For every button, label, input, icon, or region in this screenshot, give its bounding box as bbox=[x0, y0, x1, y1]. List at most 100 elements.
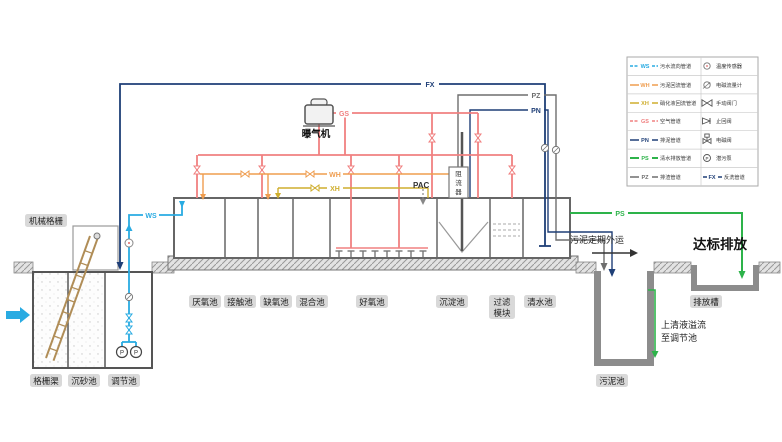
manual-valve-icon bbox=[240, 170, 250, 178]
temperature-sensor-icon bbox=[124, 238, 134, 248]
standard-discharge-label: 达标排放 bbox=[693, 236, 747, 252]
screen-motor-icon bbox=[93, 232, 101, 240]
manual-valve-icon bbox=[347, 165, 355, 175]
svg-text:沉淀池: 沉淀池 bbox=[439, 297, 465, 307]
pipe-code-labels: FX GS WH XH PZ PN PS WS PAC bbox=[143, 79, 628, 220]
sludge-removal-arrow bbox=[592, 249, 638, 257]
pn-label: PN bbox=[531, 108, 541, 115]
manual-valve-icon bbox=[305, 170, 315, 178]
pn-pipe bbox=[469, 109, 616, 277]
legend-row: XH 硝化液回流管道 手动阀门 bbox=[630, 98, 737, 108]
svg-text:模块: 模块 bbox=[493, 308, 511, 318]
supernatant-label-line2: 至调节池 bbox=[661, 332, 697, 343]
tank-label-filter-module: 过滤 模块 bbox=[489, 295, 515, 319]
influent-arrow bbox=[6, 307, 30, 323]
xh-pipe bbox=[275, 187, 429, 199]
tank-label-grit: 沉砂池 bbox=[68, 374, 100, 387]
svg-text:清水排放管道: 清水排放管道 bbox=[660, 154, 691, 162]
baffle-box: 阻 流 器 bbox=[448, 166, 469, 199]
svg-text:格栅渠: 格栅渠 bbox=[33, 376, 59, 386]
pump-letter: P bbox=[120, 351, 124, 357]
manual-valve-icon bbox=[428, 133, 436, 143]
pac-dosing bbox=[420, 189, 426, 205]
svg-text:好氧池: 好氧池 bbox=[359, 297, 385, 307]
tank-label-anaerobic: 厌氧池 bbox=[189, 295, 221, 308]
svg-text:XH: XH bbox=[641, 101, 649, 107]
tank-label-sedimentation: 沉淀池 bbox=[436, 295, 468, 308]
mechanical-screen bbox=[45, 225, 119, 362]
svg-text:调节池: 调节池 bbox=[111, 376, 137, 386]
svg-text:排泥管道: 排泥管道 bbox=[660, 136, 681, 144]
svg-text:污水流向管道: 污水流向管道 bbox=[660, 62, 691, 70]
svg-text:WS: WS bbox=[641, 64, 650, 70]
svg-text:FX: FX bbox=[708, 175, 715, 181]
manual-valve-icon bbox=[508, 165, 516, 175]
pz-label: PZ bbox=[532, 93, 542, 100]
flowmeter-icon bbox=[702, 81, 711, 89]
manual-valve-icon bbox=[395, 165, 403, 175]
gs-label: GS bbox=[339, 111, 349, 118]
legend-row: GS 空气管道 止回阀 bbox=[630, 117, 732, 125]
discharge-trough bbox=[691, 265, 759, 291]
svg-text:PZ: PZ bbox=[641, 175, 649, 181]
grit-tank bbox=[69, 273, 104, 367]
svg-text:PS: PS bbox=[641, 156, 649, 162]
ws-label: WS bbox=[145, 213, 157, 220]
svg-text:反洗管道: 反洗管道 bbox=[724, 173, 745, 181]
svg-text:污泥回流管道: 污泥回流管道 bbox=[660, 81, 691, 89]
aerator-label: 曝气机 bbox=[302, 128, 331, 140]
legend-row: PS 清水排放管道 P 潜污泵 bbox=[630, 154, 732, 162]
manual-valve-icon bbox=[193, 165, 201, 175]
sludge-tank bbox=[594, 271, 654, 366]
sludge-removal-label: 污泥定期外运 bbox=[570, 234, 624, 245]
pz-pipe bbox=[457, 94, 608, 271]
svg-text:WH: WH bbox=[640, 83, 649, 89]
screen-channel-tank bbox=[34, 273, 67, 367]
svg-text:清水池: 清水池 bbox=[527, 297, 553, 307]
solenoid-valve-icon bbox=[702, 133, 712, 145]
main-basin bbox=[173, 132, 571, 259]
legend-row: WH 污泥回流管道 电磁流量计 bbox=[630, 81, 742, 89]
tank-label-sludge: 污泥池 bbox=[596, 374, 628, 387]
manual-valve-icon bbox=[701, 98, 713, 108]
check-valve-icon bbox=[702, 117, 712, 125]
gs-pipe bbox=[196, 112, 513, 248]
ground-hatching bbox=[13, 255, 781, 274]
svg-text:PN: PN bbox=[641, 138, 649, 144]
thermometer-icon bbox=[703, 62, 711, 70]
svg-text:空气管道: 空气管道 bbox=[660, 117, 681, 125]
manual-valve-icon bbox=[258, 165, 266, 175]
aerator-icon bbox=[303, 98, 335, 127]
svg-text:P: P bbox=[705, 156, 708, 161]
pump-letter: P bbox=[134, 351, 138, 357]
sedimentation-hopper bbox=[438, 221, 489, 253]
svg-text:排放槽: 排放槽 bbox=[693, 297, 719, 307]
svg-text:厌氧池: 厌氧池 bbox=[192, 297, 218, 307]
baffle-char: 流 bbox=[455, 178, 462, 187]
tank-label-screen-channel: 格栅渠 bbox=[30, 374, 62, 387]
wh-label: WH bbox=[329, 172, 341, 179]
svg-text:硝化液回流管道: 硝化液回流管道 bbox=[660, 99, 696, 107]
pump-icon: P bbox=[703, 154, 711, 162]
supernatant-label-line1: 上清液溢流 bbox=[661, 319, 706, 330]
svg-text:接触池: 接触池 bbox=[227, 297, 253, 307]
legend-row: WS 污水流向管道 温度传感器 bbox=[630, 62, 743, 70]
legend-row: PZ 排渣管道 FX 反洗管道 bbox=[630, 173, 745, 181]
fx-pipe bbox=[116, 83, 551, 270]
svg-text:排渣管道: 排渣管道 bbox=[660, 173, 681, 181]
tank-label-discharge-trough: 排放槽 bbox=[690, 295, 722, 308]
svg-text:潜污泵: 潜污泵 bbox=[716, 154, 732, 162]
tank-label-clean-water: 清水池 bbox=[524, 295, 556, 308]
tank-label-anoxic: 缺氧池 bbox=[260, 295, 292, 308]
tank-label-mixing: 混合池 bbox=[296, 295, 328, 308]
baffle-char: 阻 bbox=[455, 169, 462, 178]
legend-row: PN 排泥管道 电磁阀 bbox=[630, 133, 732, 145]
label-mechanical-screen: 机械格栅 bbox=[25, 214, 67, 227]
svg-text:混合池: 混合池 bbox=[299, 297, 325, 307]
pretreatment-tanks bbox=[32, 271, 153, 369]
svg-text:电磁阀: 电磁阀 bbox=[716, 136, 732, 144]
svg-text:沉砂池: 沉砂池 bbox=[71, 376, 97, 386]
pac-label: PAC bbox=[413, 181, 430, 190]
